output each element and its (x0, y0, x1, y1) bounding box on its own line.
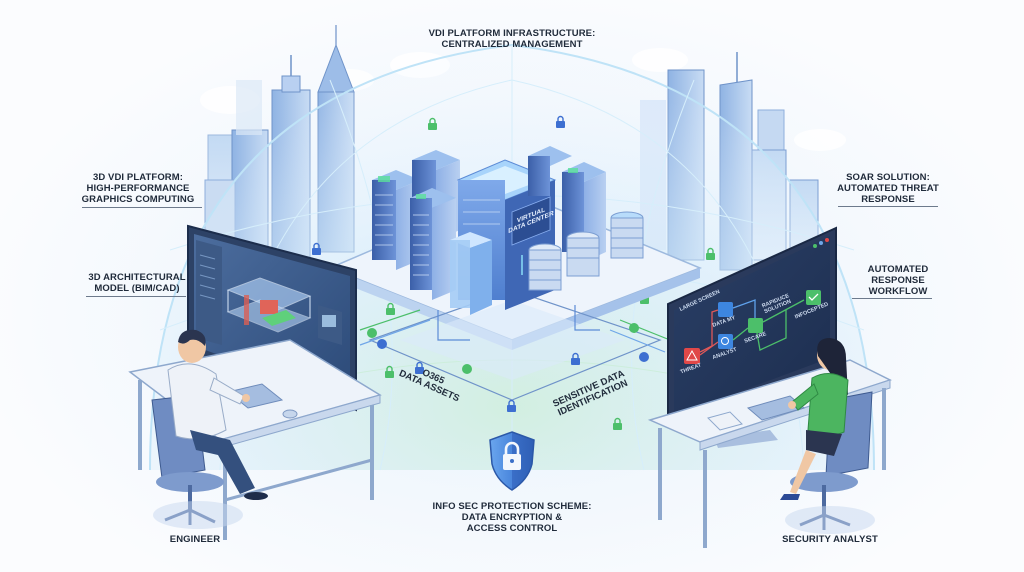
lock-icon (312, 242, 321, 255)
analyst-node-icon (718, 334, 733, 349)
title-line-1: VDI PLATFORM INFRASTRUCTURE: (428, 28, 596, 39)
connection-lines (359, 305, 671, 353)
lock-icon (706, 247, 715, 260)
vdi-platform-label: 3D VDI PLATFORM: HIGH-PERFORMANCE GRAPHI… (78, 172, 198, 205)
analyst-workstation (647, 226, 892, 548)
security-scheme-label: INFO SEC PROTECTION SCHEME: DATA ENCRYPT… (424, 501, 600, 534)
workflow-label-line-1: AUTOMATED (867, 264, 929, 275)
intercepted-node-icon (806, 290, 821, 305)
engineer-figure (167, 329, 268, 500)
title-label: VDI PLATFORM INFRASTRUCTURE: CENTRALIZED… (412, 28, 612, 50)
analyst-figure (780, 338, 849, 500)
soar-label-line-3: RESPONSE (861, 194, 915, 205)
server-racks (372, 146, 644, 315)
platform-locks (385, 352, 622, 430)
soar-leader-line (838, 206, 938, 207)
lock-icon (428, 117, 437, 130)
scheme-line-1: INFO SEC PROTECTION SCHEME: (432, 501, 592, 512)
engineer-label: ENGINEER (169, 534, 221, 545)
response-workflow-label: AUTOMATED RESPONSE WORKFLOW (858, 264, 938, 297)
vdi-label-line-2: HIGH-PERFORMANCE (86, 183, 190, 194)
storage-stacks (528, 211, 644, 291)
soar-label-line-1: SOAR SOLUTION: (846, 172, 930, 183)
vdi-label-line-1: 3D VDI PLATFORM: (92, 172, 184, 183)
check-icons (367, 323, 649, 374)
vdi-leader-line (82, 207, 202, 208)
workflow-label-line-3: WORKFLOW (868, 286, 928, 297)
secure-node-icon (748, 318, 763, 333)
soar-workflow-diagram (684, 290, 821, 364)
bim-leader-line (86, 296, 186, 297)
workflow-label-line-2: RESPONSE (871, 275, 925, 286)
workflow-leader-line (852, 298, 932, 299)
security-analyst-label: SECURITY ANALYST (782, 534, 878, 545)
data-node-icon (718, 302, 733, 317)
bim-3d-model (226, 277, 312, 333)
lock-icon (386, 302, 395, 315)
scheme-line-2: DATA ENCRYPTION & (461, 512, 563, 523)
bim-label-line-1: 3D ARCHITECTURAL (88, 272, 186, 283)
title-line-2: CENTRALIZED MANAGEMENT (441, 39, 583, 50)
soar-solution-label: SOAR SOLUTION: AUTOMATED THREAT RESPONSE (828, 172, 948, 205)
scheme-line-3: ACCESS CONTROL (466, 523, 558, 534)
engineer-workstation (128, 224, 382, 540)
lock-icon (556, 115, 565, 128)
shield-lock-icon (489, 431, 535, 491)
bim-label-line-2: MODEL (BIM/CAD) (94, 283, 180, 294)
soar-label-line-2: AUTOMATED THREAT (837, 183, 939, 194)
bim-model-label: 3D ARCHITECTURAL MODEL (BIM/CAD) (82, 272, 192, 294)
vdi-label-line-3: GRAPHICS COMPUTING (81, 194, 195, 205)
